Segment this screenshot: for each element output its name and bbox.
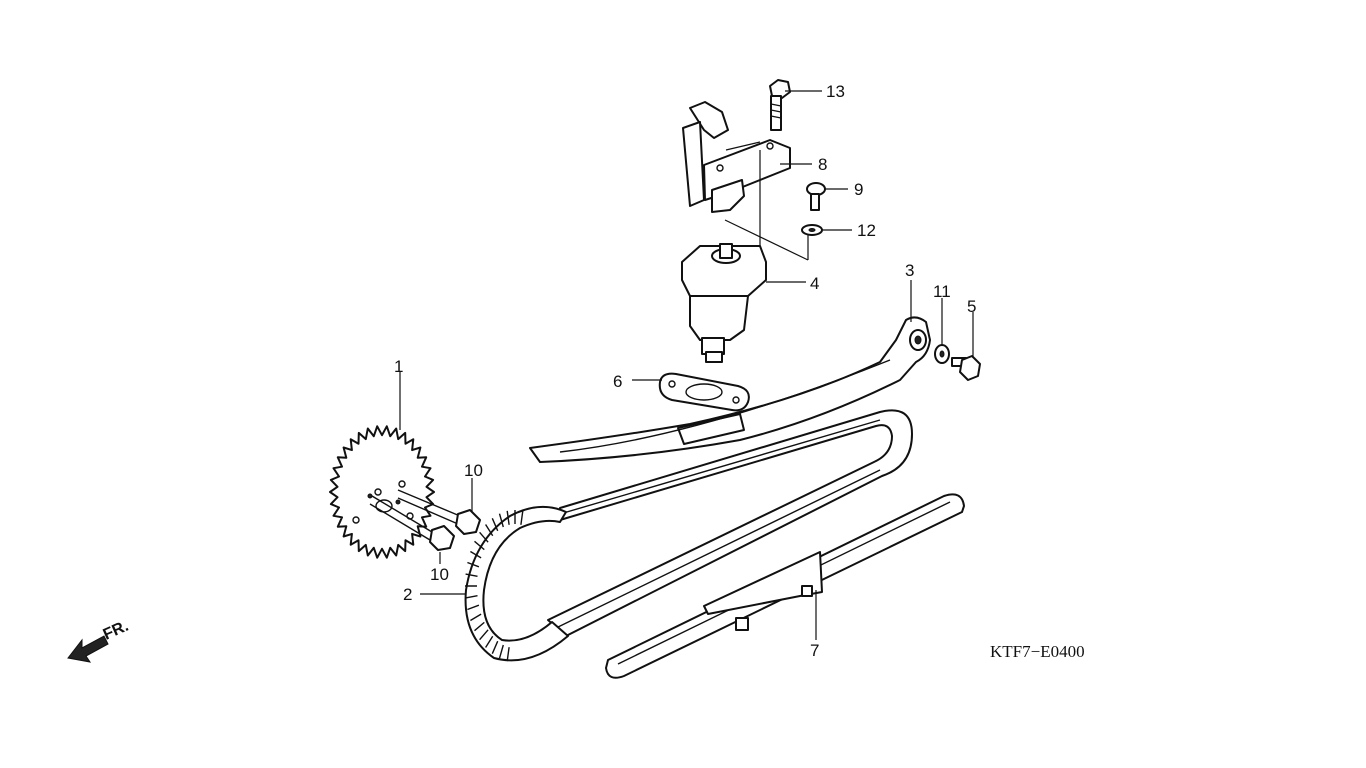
bolt-5 — [951, 355, 981, 381]
callout-13: 13 — [826, 82, 845, 101]
callout-7: 7 — [810, 641, 819, 660]
bolt-10-upper — [397, 489, 481, 535]
callout-6: 6 — [613, 372, 622, 391]
washer-12 — [801, 224, 823, 236]
bracket-8 — [682, 101, 791, 213]
callout-2: 2 — [403, 585, 412, 604]
cam-sprocket-1 — [329, 425, 435, 559]
front-direction-label: FR. — [101, 618, 131, 644]
callout-4: 4 — [810, 274, 819, 293]
front-direction-arrow-icon — [67, 635, 109, 663]
gasket-6 — [658, 372, 750, 412]
drawing-code: KTF7−E0400 — [990, 642, 1085, 661]
callout-8: 8 — [818, 155, 827, 174]
screw-9 — [806, 182, 826, 211]
callout-1: 1 — [394, 357, 403, 376]
callout-12: 12 — [857, 221, 876, 240]
assembly-line — [725, 141, 761, 151]
cam-chain-2 — [464, 409, 913, 662]
tensioner-slipper-3 — [529, 316, 931, 463]
callout-9: 9 — [854, 180, 863, 199]
callout-10-upper: 10 — [464, 461, 483, 480]
washer-11 — [934, 344, 950, 364]
callout-5: 5 — [967, 297, 976, 316]
callout-3: 3 — [905, 261, 914, 280]
bolt-10-lower — [369, 495, 455, 551]
callout-11: 11 — [933, 282, 951, 301]
callout-10-lower: 10 — [430, 565, 449, 584]
bolt-13 — [769, 79, 791, 131]
chain-guide-7 — [605, 493, 965, 679]
assembly-line — [724, 219, 809, 261]
tensioner-lifter-4 — [681, 243, 767, 363]
